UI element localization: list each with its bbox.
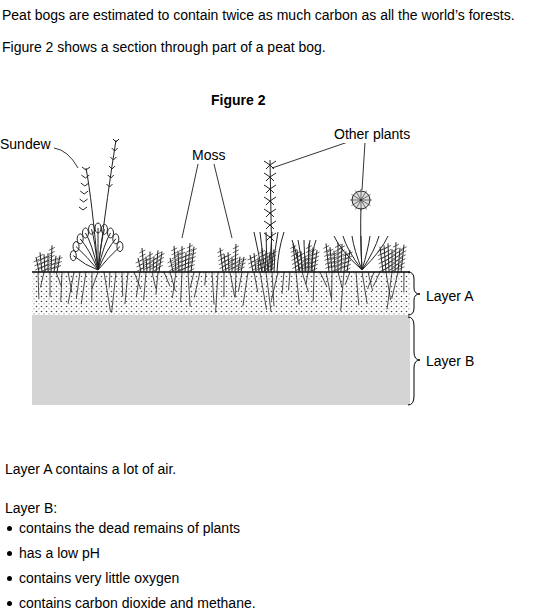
intro-text: Figure 2 shows a section through part of… bbox=[2, 39, 326, 56]
bullet-point bbox=[7, 601, 12, 606]
layer-a-band bbox=[32, 272, 410, 315]
description-text: Layer A contains a lot of air. bbox=[5, 461, 176, 478]
bullet-text: has a low pH bbox=[19, 545, 100, 562]
roots bbox=[38, 272, 404, 313]
figure-title: Figure 2 bbox=[211, 92, 265, 109]
bullet-text: contains very little oxygen bbox=[19, 570, 179, 587]
layer-label: Layer B bbox=[426, 353, 474, 370]
ground-line bbox=[32, 271, 410, 273]
layer-label: Layer A bbox=[426, 288, 473, 305]
bullet-point bbox=[7, 551, 12, 556]
bullet-point bbox=[7, 526, 12, 531]
part-label: Sundew bbox=[0, 136, 51, 153]
description-text: Layer B: bbox=[5, 500, 57, 517]
layer-b-band bbox=[32, 315, 410, 405]
plants bbox=[34, 139, 407, 272]
bullet-point bbox=[7, 576, 12, 581]
bullet-text: contains carbon dioxide and methane. bbox=[19, 595, 256, 612]
part-label: Other plants bbox=[334, 126, 410, 143]
leader-lines bbox=[54, 142, 365, 238]
part-label: Moss bbox=[192, 147, 225, 164]
intro-text: Peat bogs are estimated to contain twice… bbox=[2, 7, 515, 24]
bullet-text: contains the dead remains of plants bbox=[19, 520, 240, 537]
brace bbox=[408, 272, 420, 405]
